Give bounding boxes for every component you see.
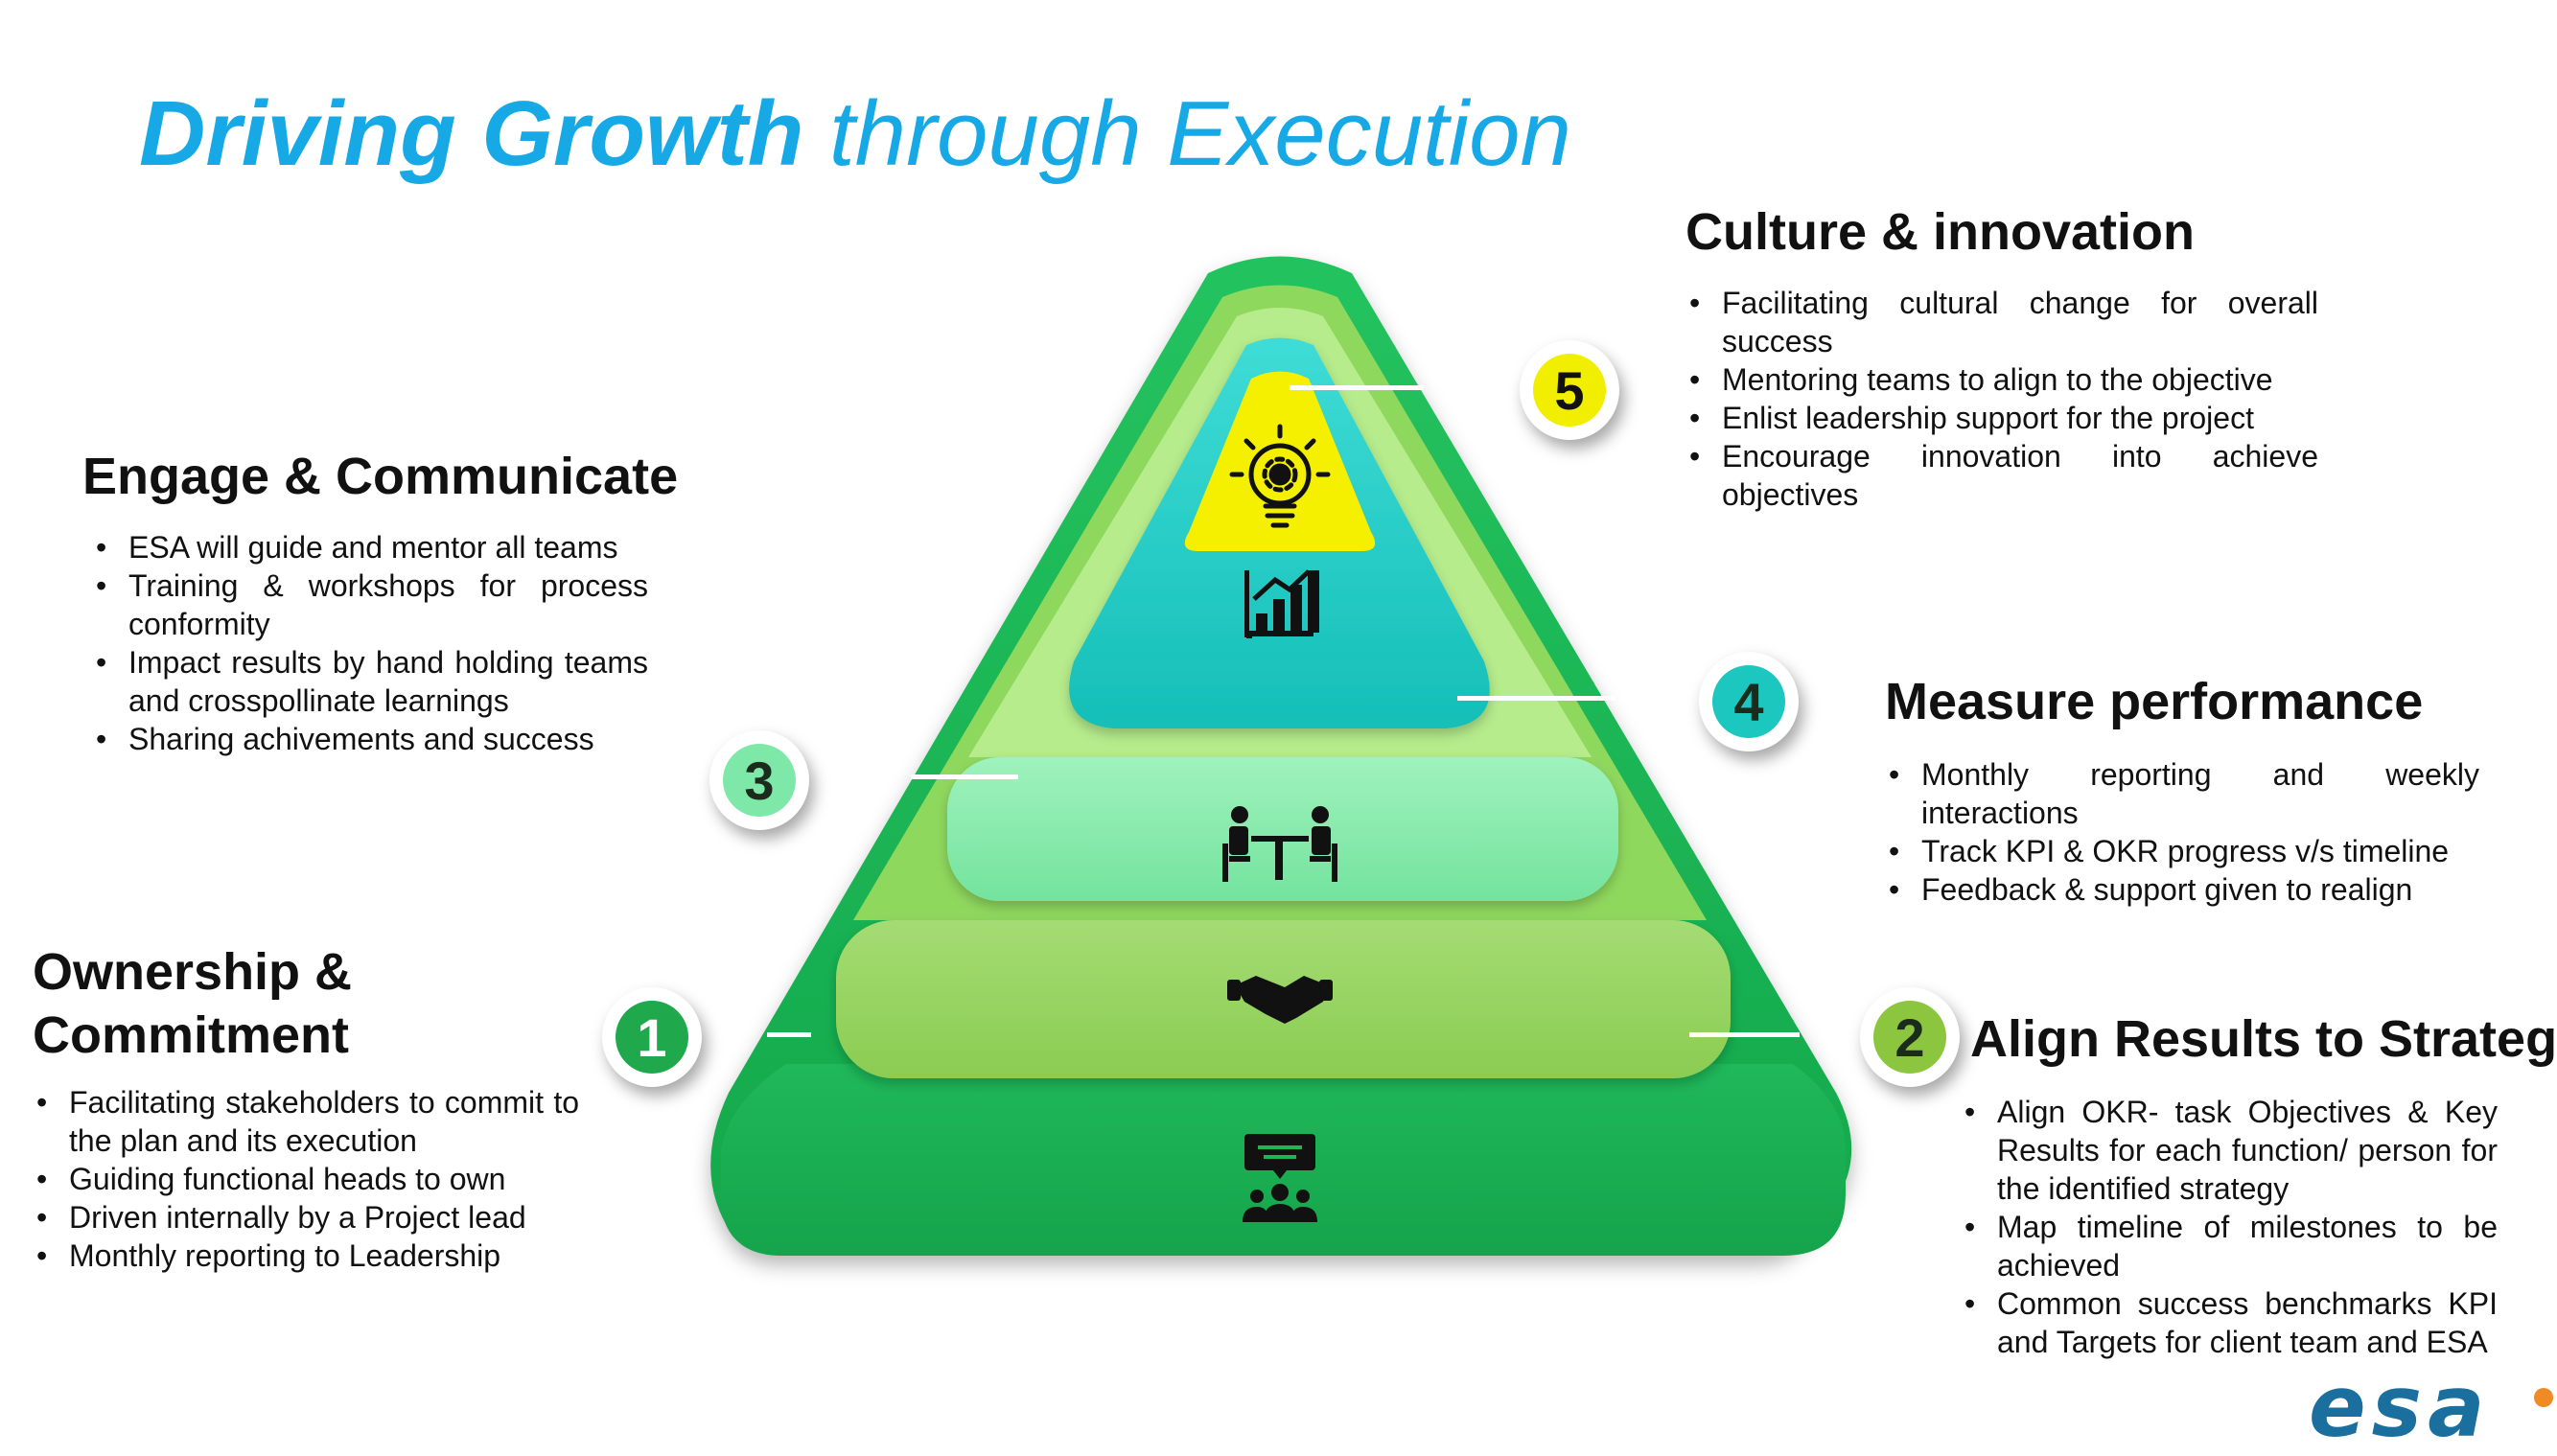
list-item: Mentoring teams to align to the objectiv… (1685, 360, 2318, 399)
bullet-list: Align OKR- task Objectives & Key Results… (1961, 1093, 2498, 1361)
connector-line-4 (1457, 696, 1616, 701)
step-badge-1: 1 (602, 987, 702, 1087)
page-title: Driving Growth through Execution (139, 82, 1571, 185)
connector-line-3 (911, 774, 1018, 779)
step-badge-2: 2 (1860, 987, 1960, 1087)
growth-chart-icon (1244, 569, 1319, 638)
list-item: Sharing achivements and success (92, 720, 648, 758)
list-item: Monthly reporting to Leadership (33, 1236, 579, 1275)
step-badge-3: 3 (709, 730, 809, 830)
step-number-5: 5 (1554, 359, 1585, 421)
culture-innovation-section: Culture & innovation Facilitating cultur… (1685, 201, 2318, 514)
step-badge-1-circle: 1 (616, 1001, 688, 1074)
step-badge-5: 5 (1520, 340, 1619, 440)
list-item: Monthly reporting and weekly interaction… (1885, 755, 2479, 832)
bullet-list: Facilitating cultural change for overall… (1685, 284, 2318, 514)
level-3-shape (947, 757, 1618, 901)
list-item: Guiding functional heads to own (33, 1160, 579, 1198)
step-badge-5-circle: 5 (1533, 354, 1606, 427)
list-item: Training & workshops for process conform… (92, 566, 648, 643)
section-heading: Engage & Communicate (82, 448, 679, 505)
handshake-icon (1227, 976, 1333, 1024)
engage-communicate-section: Engage & Communicate ESA will guide and … (82, 446, 678, 758)
section-heading: Ownership & Commitment (33, 943, 353, 1064)
measure-performance-section: Measure performance Monthly reporting an… (1885, 671, 2479, 909)
logo-dot (2534, 1388, 2553, 1407)
list-item: Track KPI & OKR progress v/s timeline (1885, 832, 2479, 870)
meeting-table-icon (1222, 806, 1337, 882)
step-number-4: 4 (1733, 671, 1764, 732)
list-item: Common success benchmarks KPI and Target… (1961, 1284, 2498, 1361)
list-item: Encourage innovation into achieve object… (1685, 437, 2318, 514)
step-number-2: 2 (1895, 1006, 1925, 1068)
idea-gear-icon (1229, 424, 1331, 528)
list-item: Driven internally by a Project lead (33, 1198, 579, 1236)
list-item: Enlist leadership support for the projec… (1685, 399, 2318, 437)
align-results-section: Align Results to Strategy Align OKR- tas… (1964, 1008, 2557, 1361)
bullet-list: ESA will guide and mentor all teams Trai… (92, 528, 648, 758)
connector-line-5 (1290, 385, 1424, 390)
list-item: Impact results by hand holding teams and… (92, 643, 648, 720)
esa-logo: esa (2309, 1357, 2491, 1456)
step-badge-3-circle: 3 (723, 744, 796, 817)
ownership-commitment-section: Ownership & Commitment Facilitating stak… (33, 941, 579, 1275)
list-item: Map timeline of milestones to be achieve… (1961, 1208, 2498, 1284)
list-item: Facilitating cultural change for overall… (1685, 284, 2318, 360)
step-badge-4-circle: 4 (1712, 665, 1785, 738)
connector-line-1 (767, 1032, 811, 1037)
section-heading: Culture & innovation (1685, 203, 2195, 261)
list-item: Facilitating stakeholders to commit to t… (33, 1083, 579, 1160)
section-heading: Measure performance (1885, 673, 2424, 730)
team-presentation-icon (1243, 1134, 1317, 1222)
step-badge-4: 4 (1699, 652, 1799, 751)
step-badge-2-circle: 2 (1873, 1001, 1946, 1074)
list-item: Feedback & support given to realign (1885, 870, 2479, 909)
step-number-3: 3 (744, 750, 775, 811)
bullet-list: Facilitating stakeholders to commit to t… (33, 1083, 579, 1275)
bullet-list: Monthly reporting and weekly interaction… (1885, 755, 2479, 909)
list-item: Align OKR- task Objectives & Key Results… (1961, 1093, 2498, 1208)
step-number-1: 1 (637, 1006, 667, 1068)
section-heading: Align Results to Strategy (1970, 1010, 2557, 1068)
connector-line-2 (1689, 1032, 1800, 1037)
list-item: ESA will guide and mentor all teams (92, 528, 648, 566)
